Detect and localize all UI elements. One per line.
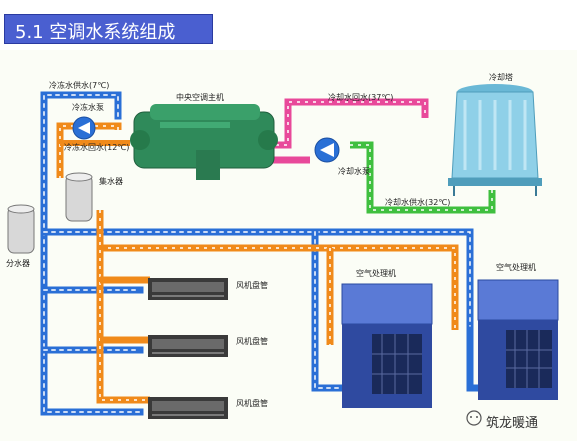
page-title: 5.1 空调水系统组成: [15, 22, 176, 43]
cooling-pipes: [268, 98, 496, 214]
cooling-water-pump-icon: [314, 137, 340, 163]
watermark-text: 筑龙暖通: [486, 416, 539, 431]
chilled-supply-label: 冷冻水供水(7℃): [49, 81, 110, 90]
fcu-2-label: 风机盘管: [236, 337, 268, 346]
chilled-return-label: 冷冻水回水(12℃): [64, 143, 130, 152]
ahu-1-label: 空气处理机: [356, 269, 396, 278]
chilled-water-pump-icon: [72, 116, 96, 140]
cooling-return-label: 冷却水回水(37℃): [328, 93, 394, 102]
cooling-tower: [448, 84, 542, 196]
fan-coil-unit-1: [148, 278, 228, 300]
cooling-pump-label: 冷却水泵: [338, 167, 370, 176]
chilled-pump-label: 冷冻水泵: [72, 103, 104, 112]
distributor-label: 分水器: [6, 259, 30, 268]
fan-coil-unit-2: [148, 335, 228, 357]
chiller-unit: [130, 104, 278, 180]
collector-tank: [65, 172, 93, 222]
fcu-3-label: 风机盘管: [236, 399, 268, 408]
ahu-2-label: 空气处理机: [496, 263, 536, 272]
fcu-1-label: 风机盘管: [236, 281, 268, 290]
distributor-tank: [7, 204, 35, 254]
collector-label: 集水器: [99, 177, 123, 186]
air-handling-unit-1: [341, 283, 433, 408]
wechat-icon: [466, 410, 482, 426]
fan-coil-unit-3: [148, 397, 228, 419]
chiller-label: 中央空调主机: [176, 93, 224, 102]
chilled-return-pipes: [56, 122, 459, 404]
cooling-supply-label: 冷却水供水(32℃): [385, 198, 451, 207]
title-banner: 5.1 空调水系统组成: [4, 14, 213, 44]
cooling-tower-label: 冷却塔: [489, 73, 513, 82]
air-handling-unit-2: [477, 279, 559, 400]
chilled-supply-pipes: [40, 91, 484, 416]
